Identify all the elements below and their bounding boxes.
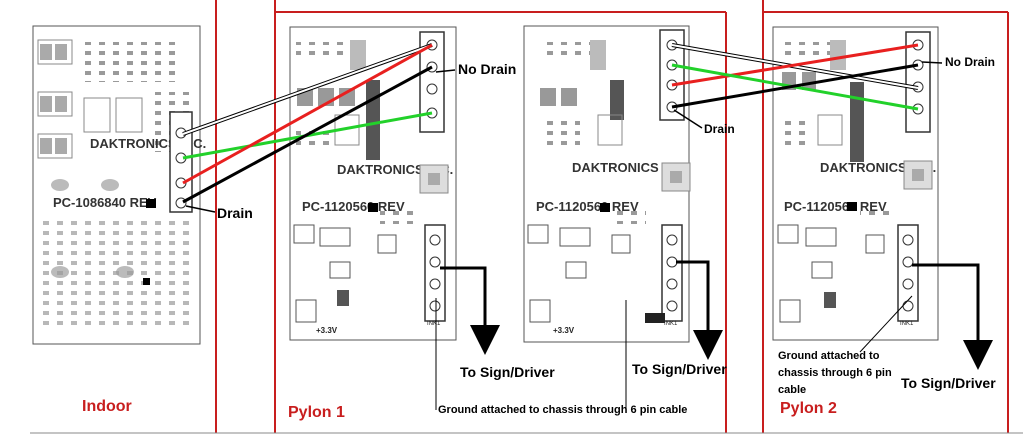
wires-middle-to-pylon2 xyxy=(671,43,919,111)
indoor-board-rev: PC-1086840 REV xyxy=(53,195,157,210)
no-drain-label-2: No Drain xyxy=(945,55,995,69)
indoor-board: DAKTRONICS INC. PC-1086840 REV xyxy=(32,25,206,345)
pylon1-board-rev: PC-1120560 REV xyxy=(302,199,405,214)
pylon2-ink: INK1 xyxy=(900,321,914,327)
to-sign-label-3: To Sign/Driver xyxy=(901,375,996,391)
wires-indoor-to-pylon1 xyxy=(182,43,433,204)
to-sign-label-1: To Sign/Driver xyxy=(460,364,555,380)
pylon2-frame xyxy=(762,0,1009,433)
ground-note-2-line1: Ground attached to xyxy=(778,350,880,362)
drain-label-2: Drain xyxy=(704,122,735,136)
panel-label-indoor: Indoor xyxy=(82,398,132,415)
middle-board: DAKTRONICS INC. PC-1120560 REV +3.3V INK… xyxy=(523,25,691,343)
ground-note-1: Ground attached to chassis through 6 pin… xyxy=(438,404,687,416)
middle-ink: INK1 xyxy=(664,321,678,327)
callout-lines xyxy=(185,61,943,410)
drain-label-1: Drain xyxy=(217,205,253,221)
sign-leads xyxy=(440,260,993,370)
ground-note-2-line3: cable xyxy=(778,384,806,396)
panel-label-pylon1: Pylon 1 xyxy=(288,404,345,421)
pylon1-voltage: +3.3V xyxy=(316,326,338,335)
no-drain-label-1: No Drain xyxy=(458,61,516,77)
ground-note-2-line2: chassis through 6 pin xyxy=(778,367,892,379)
middle-voltage: +3.3V xyxy=(553,326,575,335)
pylon1-board: DAKTRONICS INC. PC-1120560 REV +3.3V INK… xyxy=(289,26,457,341)
panel-label-pylon2: Pylon 2 xyxy=(780,400,837,417)
pylon2-board: DAKTRONICS INC. PC-1120560 REV INK1 xyxy=(772,26,939,341)
to-sign-label-2: To Sign/Driver xyxy=(632,361,727,377)
pylon1-frame xyxy=(274,0,727,433)
middle-maker-text: DAKTRONICS INC. xyxy=(572,160,688,175)
pylon1-ink: INK1 xyxy=(427,321,441,327)
